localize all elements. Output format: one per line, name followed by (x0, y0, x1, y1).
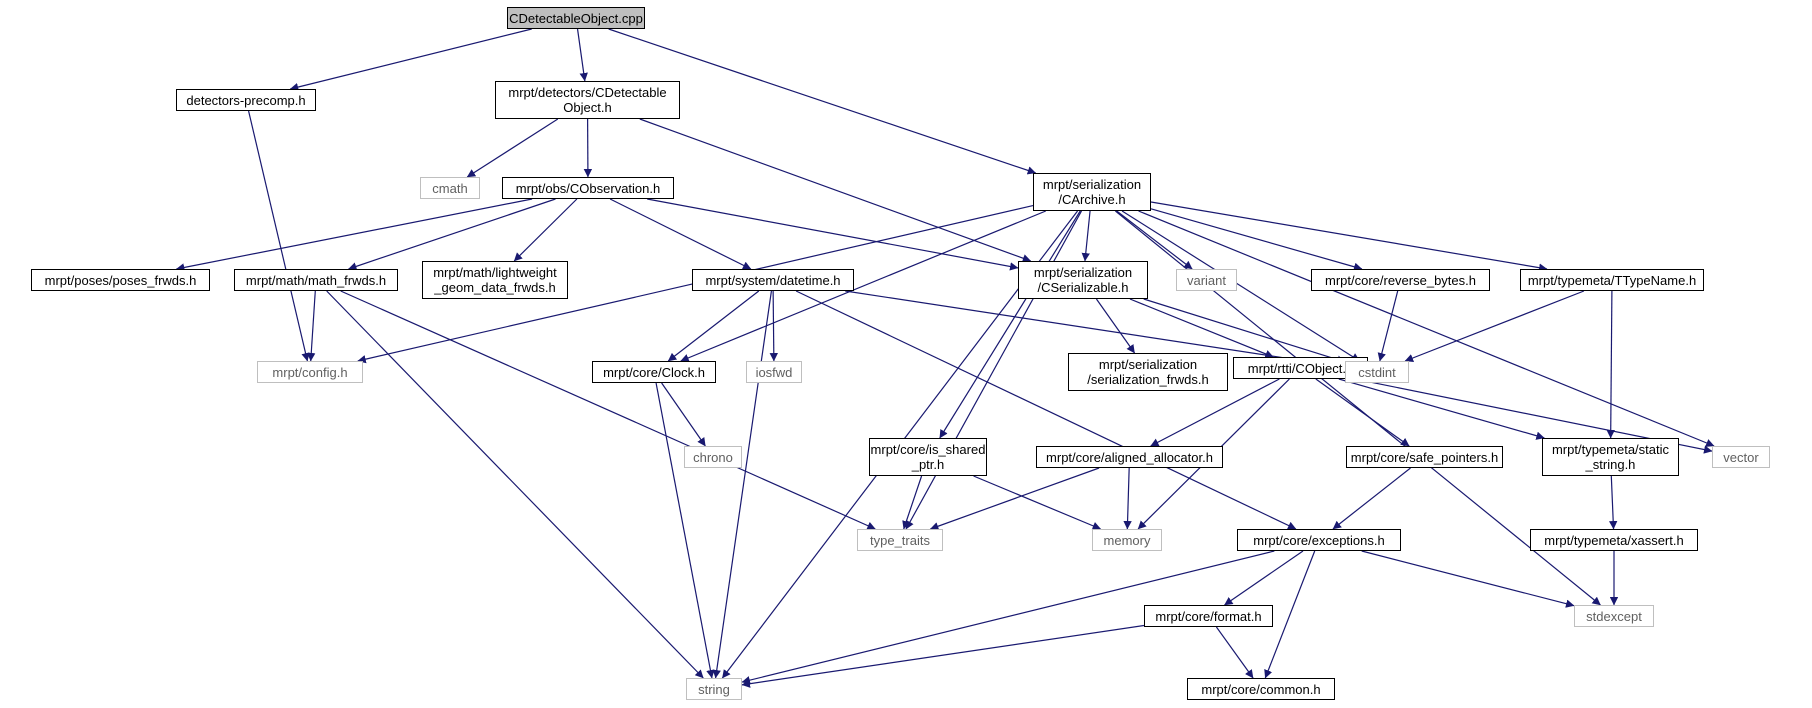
edge-safe_ptrs-to-exceptions (1332, 467, 1411, 530)
edge-clock-to-string (655, 382, 715, 679)
node-cdetectableobject-cpp[interactable]: CDetectableObject.cpp (507, 7, 645, 29)
node-is-shared-ptr-h[interactable]: mrpt/core/is_shared _ptr.h (869, 438, 987, 476)
edge-root-to-cdet_h (576, 28, 588, 82)
edge-carchive-to-type_traits (905, 210, 1083, 530)
node-format-h[interactable]: mrpt/core/format.h (1144, 605, 1273, 627)
node-memory[interactable]: memory (1092, 529, 1162, 551)
node-lightweight-geom-data-frwds-h[interactable]: mrpt/math/lightweight _geom_data_frwds.h (422, 261, 568, 299)
edge-cobservation-to-poses_frwds (175, 198, 533, 272)
edge-math_frwds-to-string (326, 290, 704, 679)
edge-datetime-to-string (712, 290, 773, 679)
edge-cobservation-to-datetime (609, 198, 752, 270)
edge-carchive-to-cserializable (1081, 210, 1091, 262)
edge-aligned-to-type_traits (930, 467, 1100, 531)
node-xassert-h[interactable]: mrpt/typemeta/xassert.h (1530, 529, 1698, 551)
node-detectors-precomp-h[interactable]: detectors-precomp.h (176, 89, 316, 111)
node-datetime-h[interactable]: mrpt/system/datetime.h (692, 269, 854, 291)
edge-static_string-to-xassert (1609, 475, 1618, 530)
node-reverse-bytes-h[interactable]: mrpt/core/reverse_bytes.h (1311, 269, 1490, 291)
edge-format-to-common (1215, 626, 1254, 679)
node-config-h[interactable]: mrpt/config.h (257, 361, 363, 383)
edge-precomp-to-config (248, 110, 310, 362)
node-carchive-h[interactable]: mrpt/serialization /CArchive.h (1033, 173, 1151, 211)
edge-datetime-to-exceptions (795, 290, 1297, 530)
edge-cdet_h-to-cserializable (639, 118, 1032, 263)
node-static-string-h[interactable]: mrpt/typemeta/static _string.h (1542, 438, 1679, 476)
edge-is_shared-to-memory (973, 475, 1102, 530)
edge-clock-to-chrono (661, 382, 706, 447)
edge-root-to-carchive (608, 28, 1037, 175)
edge-math_frwds-to-config (307, 290, 316, 362)
edge-cdet_h-to-cmath (466, 118, 559, 178)
edge-ttypename-to-cstdint (1404, 290, 1585, 363)
node-serialization-frwds-h[interactable]: mrpt/serialization /serialization_frwds.… (1068, 353, 1228, 391)
edge-reverse_bytes-to-cstdint (1377, 290, 1399, 362)
node-cstdint[interactable]: cstdint (1345, 361, 1409, 383)
edge-format-to-string (741, 624, 1145, 688)
edge-carchive-to-reverse_bytes (1150, 208, 1363, 271)
edge-cobject-to-aligned (1150, 378, 1280, 447)
edge-carchive-to-ttypename (1150, 201, 1548, 272)
node-cobservation-h[interactable]: mrpt/obs/CObservation.h (502, 177, 674, 199)
edge-cserializable-to-ser_frwds (1095, 298, 1136, 354)
edge-carchive-to-vector (1138, 210, 1715, 447)
edge-cobservation-to-lightweight (513, 198, 578, 262)
node-clock-h[interactable]: mrpt/core/Clock.h (592, 361, 716, 383)
edge-aligned-to-memory (1123, 467, 1132, 530)
edge-datetime-to-cstdint (845, 290, 1346, 371)
edge-ttypename-to-static_string (1606, 290, 1615, 439)
node-aligned-allocator-h[interactable]: mrpt/core/aligned_allocator.h (1036, 446, 1223, 468)
node-cmath[interactable]: cmath (420, 177, 480, 199)
node-safe-pointers-h[interactable]: mrpt/core/safe_pointers.h (1346, 446, 1503, 468)
edge-cobject-to-safe_ptrs (1315, 378, 1410, 447)
edge-carchive-to-variant (1116, 210, 1193, 270)
node-common-h[interactable]: mrpt/core/common.h (1187, 678, 1335, 700)
node-type-traits[interactable]: type_traits (857, 529, 943, 551)
node-iosfwd[interactable]: iosfwd (746, 361, 802, 383)
edge-datetime-to-clock (667, 290, 760, 362)
node-chrono[interactable]: chrono (684, 446, 742, 468)
node-cserializable-h[interactable]: mrpt/serialization /CSerializable.h (1018, 261, 1148, 299)
node-cdetectableobject-h[interactable]: mrpt/detectors/CDetectable Object.h (495, 81, 680, 119)
edge-cobservation-to-cserializable (647, 198, 1019, 271)
edge-exceptions-to-format (1224, 550, 1304, 606)
node-exceptions-h[interactable]: mrpt/core/exceptions.h (1237, 529, 1401, 551)
edge-math_frwds-to-type_traits (340, 290, 876, 530)
edge-carchive-to-cstdint (1121, 210, 1360, 362)
edge-cserializable-to-cobject (1129, 298, 1274, 358)
edge-cobservation-to-math_frwds (348, 198, 556, 271)
edge-exceptions-to-string (741, 550, 1275, 685)
node-math-frwds-h[interactable]: mrpt/math/math_frwds.h (234, 269, 398, 291)
edge-datetime-to-iosfwd (769, 290, 778, 362)
edge-carchive-to-is_shared (939, 210, 1081, 439)
node-string[interactable]: string (686, 678, 742, 700)
edge-root-to-precomp (289, 28, 532, 92)
edge-cserializable-to-cstdint (1143, 298, 1346, 364)
edge-is_shared-to-type_traits (902, 475, 923, 530)
node-ttypename-h[interactable]: mrpt/typemeta/TTypeName.h (1520, 269, 1704, 291)
edge-cobject-to-static_string (1338, 378, 1545, 440)
node-vector[interactable]: vector (1712, 446, 1770, 468)
node-variant[interactable]: variant (1176, 269, 1237, 291)
edge-exceptions-to-stdexcept (1361, 550, 1575, 608)
node-stdexcept[interactable]: stdexcept (1574, 605, 1654, 627)
node-poses-frwds-h[interactable]: mrpt/poses/poses_frwds.h (31, 269, 210, 291)
edge-exceptions-to-common (1264, 550, 1316, 679)
edge-carchive-to-clock (680, 210, 1046, 362)
